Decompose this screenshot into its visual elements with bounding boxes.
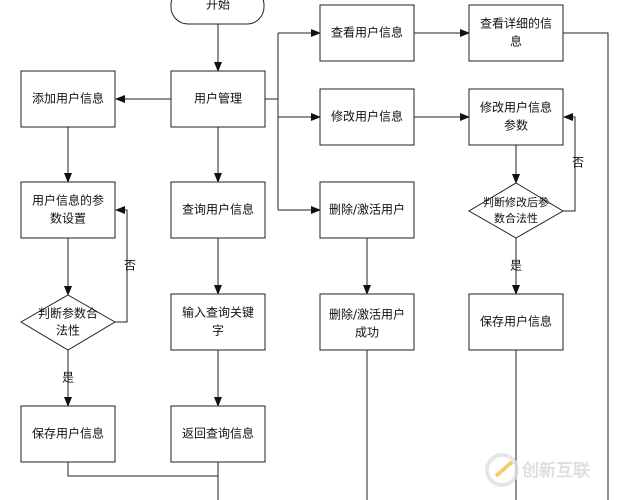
node-label: 返回查询信息 (182, 426, 254, 441)
node-label: 查询用户信息 (182, 202, 254, 217)
node-label: 用户信息的参 (32, 193, 104, 208)
line-save-left-out (67, 462, 218, 477)
label-no-left: 否 (124, 259, 136, 273)
node-label: 修改用户信息 (480, 100, 552, 115)
node-view-user: 查看用户信息 (319, 4, 415, 62)
node-view-detail: 查看详细的信 息 (468, 4, 564, 62)
arrow-modified-no-loop (563, 113, 576, 212)
node-label: 添加用户信息 (32, 91, 104, 106)
node-input-keyword: 输入查询关键 字 (170, 293, 266, 351)
decision-check-modified: 判断修改后参 数合法性 (468, 182, 564, 239)
node-label: 数合法性 (494, 211, 538, 225)
arrow-check-no-loop (115, 206, 128, 323)
watermark-text: 创新互联 (521, 460, 590, 481)
label-no-right: 否 (572, 156, 584, 170)
node-delete-activate: 删除/激活用户 (319, 181, 415, 239)
label-yes-left: 是 (62, 371, 74, 385)
node-modify-params: 修改用户信息 参数 (468, 88, 564, 146)
logo-accent-icon (494, 460, 514, 478)
decision-check-params: 判断参数合 法性 (20, 294, 116, 351)
node-label: 参数 (504, 118, 528, 133)
node-modify-user: 修改用户信息 (319, 88, 415, 146)
node-label: 成功 (355, 326, 379, 340)
node-label: 判断参数合 (38, 306, 98, 321)
node-label: 法性 (56, 324, 80, 338)
node-query-user: 查询用户信息 (170, 181, 266, 239)
node-label: 用户管理 (194, 91, 242, 106)
node-label: 数设置 (50, 211, 86, 226)
node-label: 查看详细的信 (480, 16, 552, 31)
node-param-setting: 用户信息的参 数设置 (20, 181, 116, 239)
node-label: 判断修改后参 (483, 195, 549, 209)
node-save-left: 保存用户信息 (20, 405, 116, 463)
node-user-mgmt: 用户管理 (170, 70, 266, 128)
start-label: 开始 (206, 0, 230, 12)
node-label: 字 (212, 323, 224, 338)
node-label: 输入查询关键 (182, 305, 254, 320)
node-save-right: 保存用户信息 (468, 293, 564, 351)
node-label: 删除/激活用户 (329, 202, 405, 217)
node-label: 修改用户信息 (331, 109, 403, 124)
node-label: 息 (510, 34, 522, 49)
watermark-logo: 创新互联 (485, 453, 590, 487)
node-label: 保存用户信息 (480, 314, 552, 329)
logo-icon (485, 453, 519, 487)
node-add-user: 添加用户信息 (20, 70, 116, 128)
connectors (64, 24, 609, 500)
node-delete-success: 删除/激活用户 成功 (319, 293, 415, 351)
label-yes-right: 是 (510, 259, 522, 273)
node-return-query: 返回查询信息 (170, 405, 266, 463)
line-detail-out (563, 32, 609, 500)
start-node: 开始 (170, 0, 265, 25)
node-label: 保存用户信息 (32, 426, 104, 441)
node-label: 查看用户信息 (331, 25, 403, 40)
node-label: 删除/激活用户 (329, 307, 405, 322)
